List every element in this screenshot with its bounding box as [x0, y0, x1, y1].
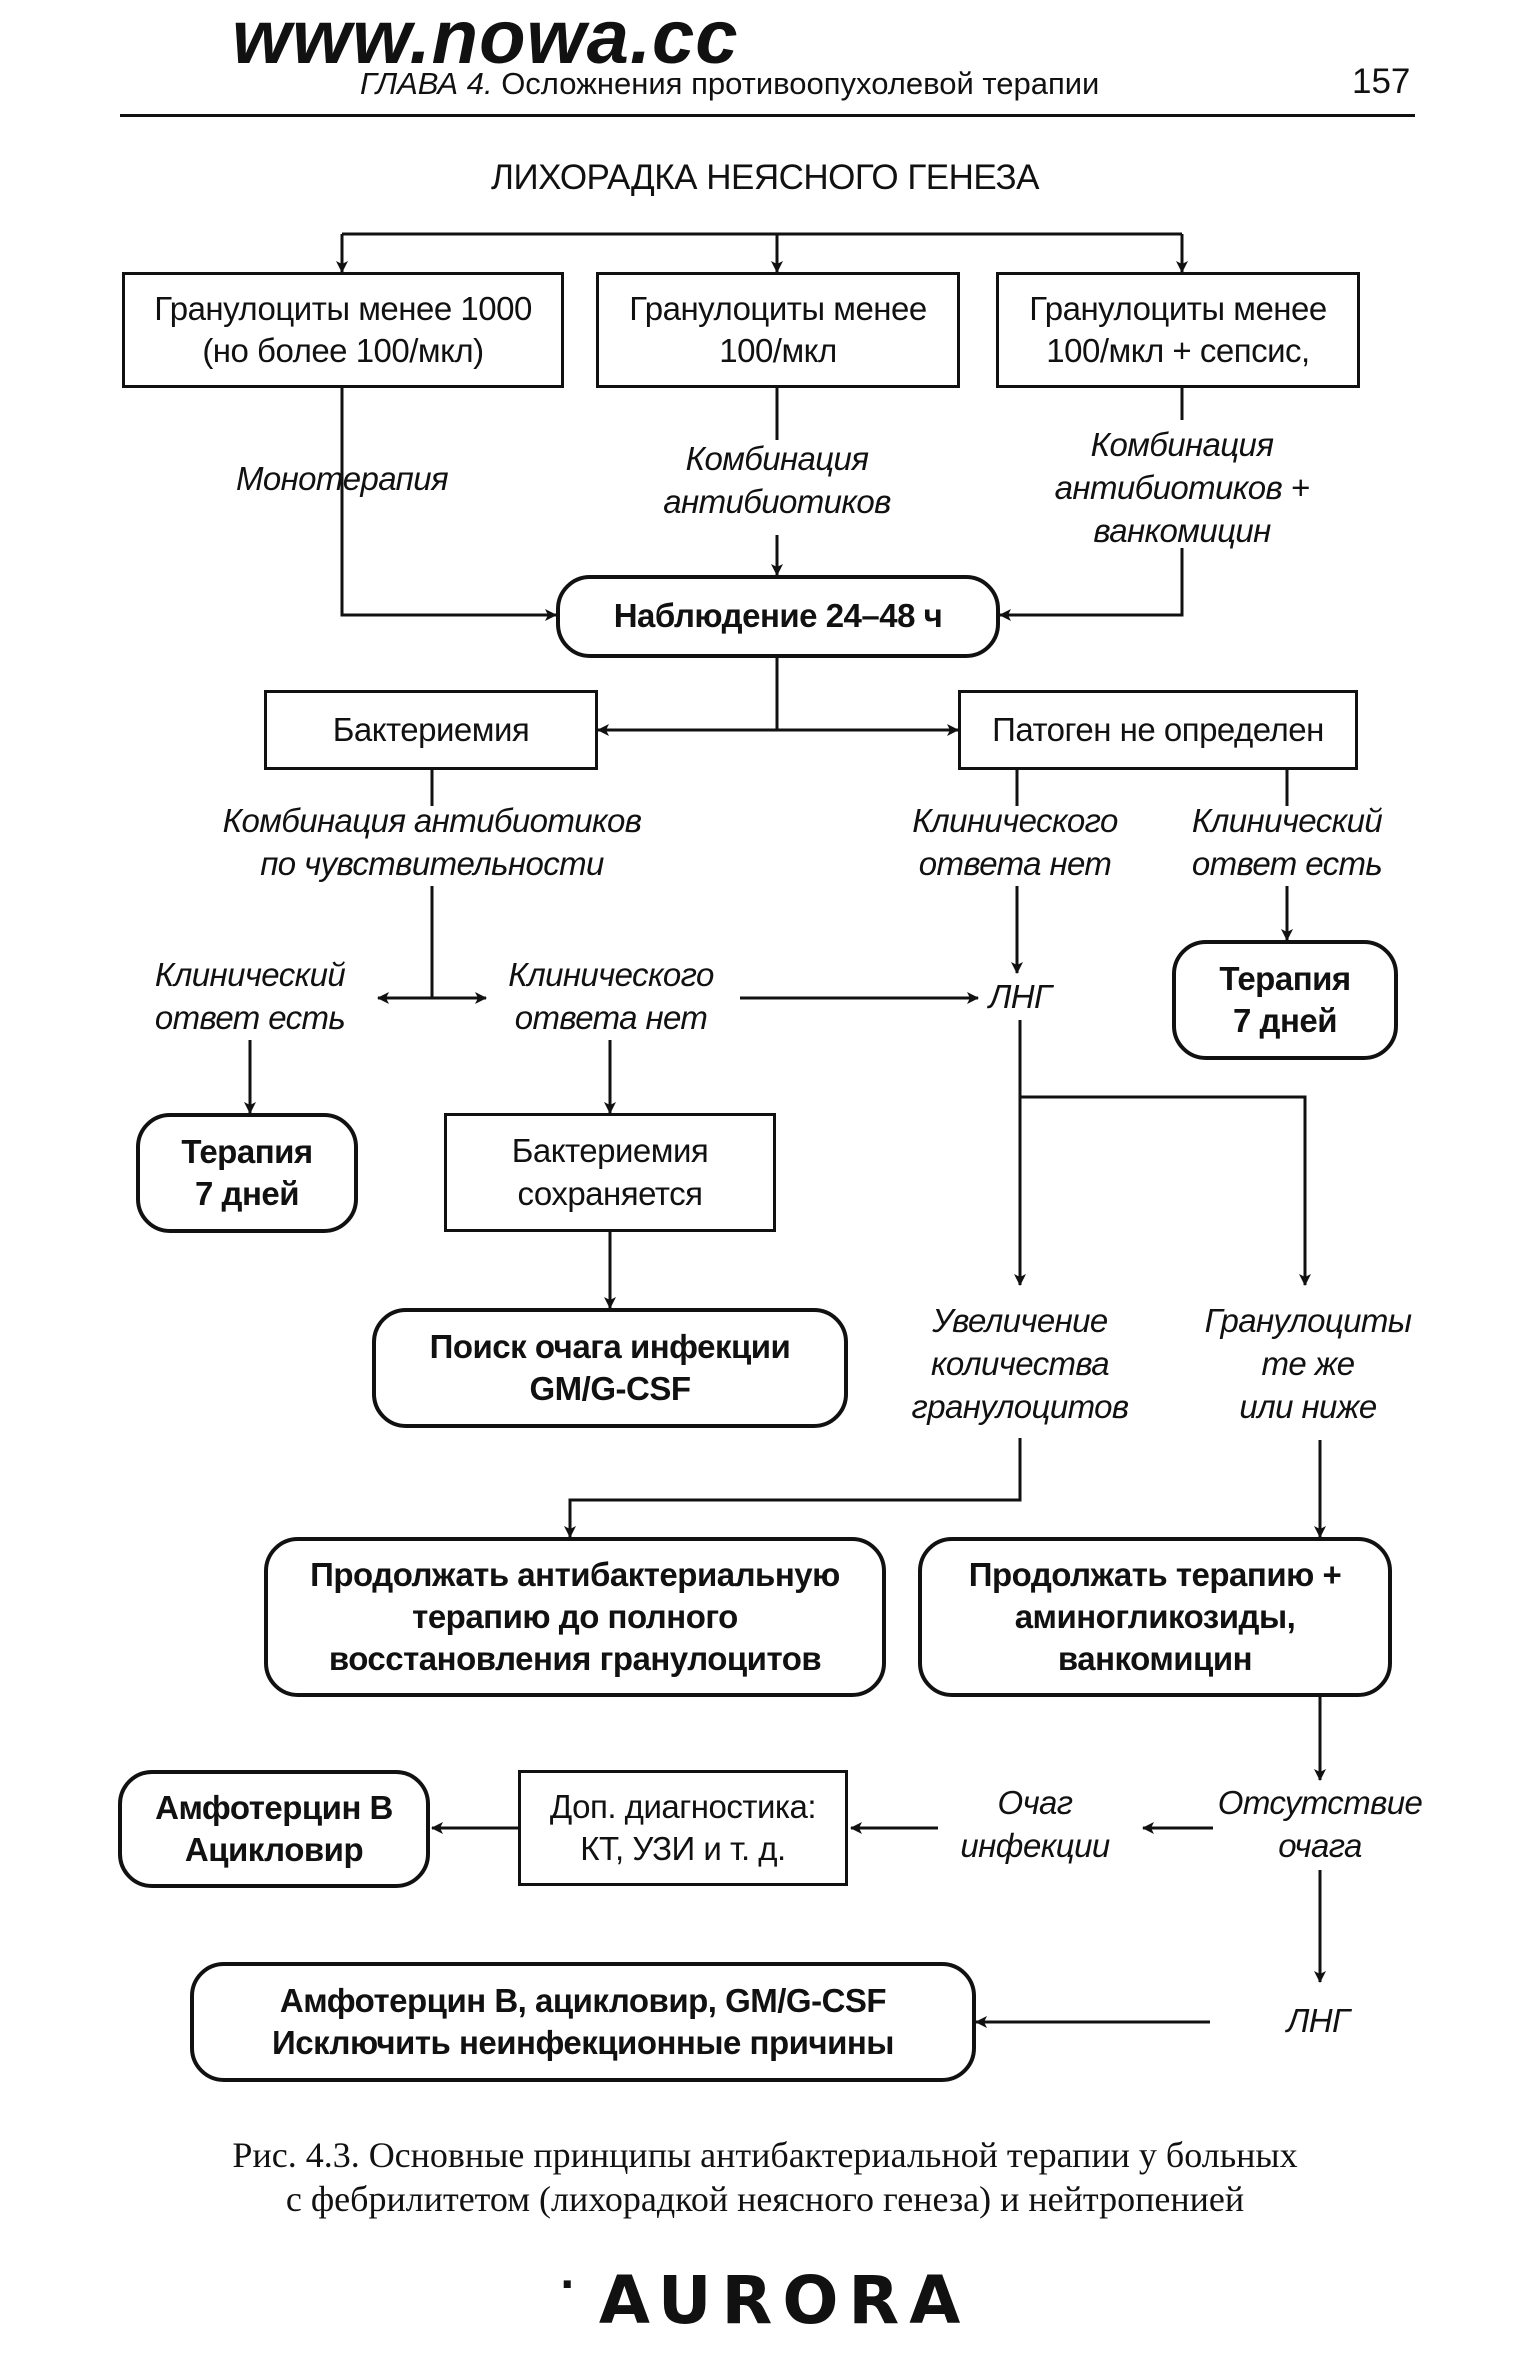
chapter-title: Осложнения противоопухолевой терапии: [501, 66, 1100, 101]
label-line: ответ есть: [154, 998, 346, 1036]
box-line: Бактериемия: [332, 710, 530, 748]
label-line: или ниже: [1239, 1387, 1377, 1425]
label-line: ответа нет: [514, 998, 708, 1036]
box-line: 100/мкл + сепсис,: [1046, 332, 1310, 369]
box-continue-therapy: Продолжать терапию + аминогликозиды, ванко…: [918, 1537, 1392, 1697]
box-bacteremia: Бактериемия: [264, 690, 598, 770]
label-lng-top: ЛНГ: [988, 978, 1052, 1015]
caption-line: с фебрилитетом (лихорадкой неясного гене…: [285, 2178, 1245, 2219]
box-line: Патоген не определен: [992, 710, 1324, 748]
label-line: антибиотиков +: [1054, 468, 1310, 506]
label-line: по чувствительности: [260, 844, 604, 882]
box-line: терапию до полного: [412, 1597, 738, 1635]
label-line: Увеличение: [932, 1302, 1108, 1339]
box-granulocytes-under-100-sepsis: Гранулоциты менее 100/мкл + сепсис,: [996, 272, 1360, 388]
box-observation: Наблюдение 24–48 ч: [556, 575, 1000, 658]
box-line: Исключить неинфекционные причины: [272, 2024, 895, 2061]
box-amphotericin-acyclovir: Амфотерцин В Ацикловир: [118, 1770, 430, 1888]
label-line: Клинический: [1191, 802, 1383, 839]
label-infection-focus: Очаг инфекции: [930, 1782, 1140, 1868]
label-line: ванкомицин: [1093, 511, 1271, 549]
site-url: www.nowa.cc: [232, 0, 739, 80]
label-line: Клинический: [154, 956, 346, 993]
label-line: ответа нет: [918, 844, 1112, 882]
label-line: Клинического: [508, 956, 714, 993]
box-line: Продолжать терапию +: [968, 1555, 1342, 1593]
label-granulocyte-increase: Увеличение количества гранулоцитов: [880, 1300, 1160, 1429]
label-line: Комбинация: [1090, 426, 1274, 463]
header-rule: [120, 114, 1415, 117]
label-clinical-response-a: Клинический ответ есть: [1157, 800, 1417, 886]
label-line: ответ есть: [1191, 844, 1383, 882]
box-pathogen-unknown: Патоген не определен: [958, 690, 1358, 770]
box-line: Гранулоциты менее: [1029, 289, 1327, 327]
box-line: Амфотерцин В: [155, 1788, 393, 1826]
box-line: Бактериемия: [511, 1132, 709, 1170]
box-line: КТ, УЗИ и т. д.: [580, 1830, 786, 1867]
diagram-title: ЛИХОРАДКА НЕЯСНОГО ГЕНЕЗА: [491, 158, 1039, 197]
box-line: 7 дней: [1232, 1002, 1338, 1039]
chapter-prefix: ГЛАВА 4.: [360, 66, 493, 101]
label-line: гранулоцитов: [911, 1387, 1130, 1425]
box-bacteremia-persists: Бактериемия сохраняется: [444, 1113, 776, 1232]
box-granulocytes-under-100: Гранулоциты менее 100/мкл: [596, 272, 960, 388]
caption-line: Рис. 4.3. Основные принципы антибактериа…: [232, 2135, 1298, 2175]
box-line: Наблюдение 24–48 ч: [613, 597, 943, 635]
label-lng-bottom: ЛНГ: [1286, 2002, 1350, 2039]
label-granulocytes-same: Гранулоциты те же или ниже: [1178, 1300, 1438, 1429]
label-clinical-response-b: Клинический ответ есть: [120, 954, 380, 1040]
box-line: ванкомицин: [1057, 1640, 1253, 1678]
aurora-logo: · AURORA: [0, 2262, 1530, 2339]
label-line: Отсутствие: [1217, 1784, 1423, 1821]
box-line: Продолжать антибактериальную: [310, 1555, 840, 1593]
box-line: Гранулоциты менее: [629, 289, 927, 327]
label-no-clinical-response-b: Клинического ответа нет: [476, 954, 746, 1040]
box-amphotericin-noninfectious: Амфотерцин В, ацикловир, GM/G-CSF Исключи…: [190, 1962, 976, 2082]
label-combination-vancomycin: Комбинация антибиотиков + ванкомицин: [1032, 424, 1332, 553]
label-line: очага: [1278, 1826, 1362, 1864]
chapter-heading: ГЛАВА 4. Осложнения противоопухолевой те…: [360, 66, 1099, 102]
box-granulocytes-under-1000: Гранулоциты менее 1000 (но более 100/мкл): [122, 272, 564, 388]
logo-mark: ·: [559, 2262, 575, 2308]
box-line: Терапия: [1219, 959, 1351, 997]
figure-caption: Рис. 4.3. Основные принципы антибактериа…: [0, 2134, 1530, 2222]
box-line: GM/G-CSF: [529, 1370, 691, 1407]
label-line: инфекции: [960, 1826, 1110, 1864]
label-line: те же: [1261, 1344, 1355, 1382]
box-line: Ацикловир: [184, 1831, 364, 1868]
label-combination-sensitivity: Комбинация антибиотиков по чувствительнос…: [192, 800, 672, 886]
box-line: сохраняется: [517, 1174, 703, 1212]
box-extra-diagnostics: Доп. диагностика: КТ, УЗИ и т. д.: [518, 1770, 848, 1886]
box-line: Терапия: [181, 1132, 313, 1170]
box-line: Доп. диагностика:: [549, 1787, 817, 1825]
box-line: восстановления гранулоцитов: [328, 1640, 822, 1678]
box-line: Амфотерцин В, ацикловир, GM/G-CSF: [279, 1981, 887, 2019]
page-number: 157: [1352, 62, 1411, 101]
box-therapy-7-days-left: Терапия 7 дней: [136, 1113, 358, 1233]
logo-text: AURORA: [598, 2262, 971, 2339]
box-therapy-7-days-right: Терапия 7 дней: [1172, 940, 1398, 1060]
box-line: (но более 100/мкл): [202, 332, 484, 369]
box-line: аминогликозиды,: [1014, 1597, 1296, 1635]
label-line: Комбинация: [685, 440, 869, 477]
label-line: антибиотиков: [663, 482, 891, 520]
box-continue-antibacterial: Продолжать антибактериальную терапию до п…: [264, 1537, 886, 1697]
label-combination: Комбинация антибиотиков: [637, 438, 917, 524]
label-no-focus: Отсутствие очага: [1205, 1782, 1435, 1868]
label-line: количества: [930, 1344, 1110, 1382]
label-no-clinical-response-a: Клинического ответа нет: [880, 800, 1150, 886]
box-line: Гранулоциты менее 1000: [154, 289, 532, 327]
label-monotherapy: Монотерапия: [235, 460, 449, 497]
label-line: Комбинация антибиотиков: [222, 802, 642, 839]
box-line: 100/мкл: [719, 332, 837, 369]
label-line: Клинического: [912, 802, 1118, 839]
label-line: Гранулоциты: [1204, 1302, 1412, 1339]
box-line: Поиск очага инфекции: [429, 1327, 791, 1365]
box-line: 7 дней: [194, 1175, 300, 1212]
label-line: Очаг: [997, 1784, 1074, 1821]
